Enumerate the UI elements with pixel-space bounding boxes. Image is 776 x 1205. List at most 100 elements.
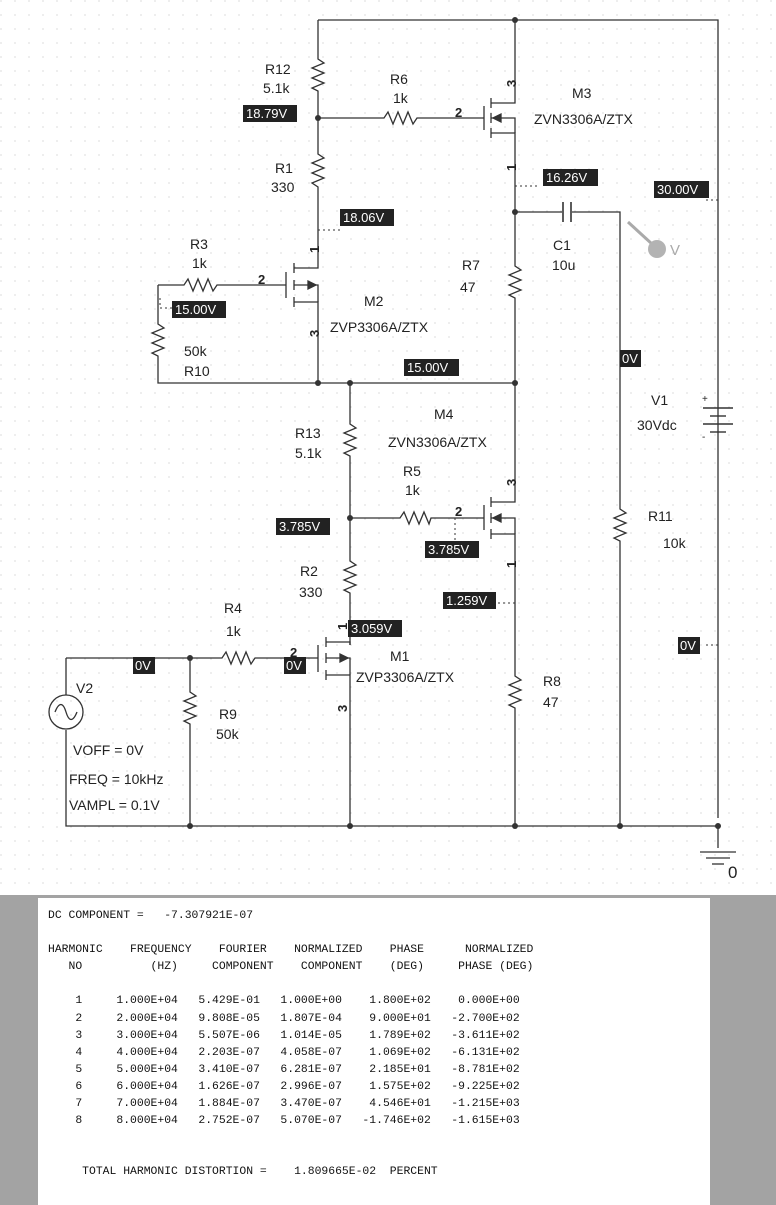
mosfet-m3-symbol bbox=[483, 90, 516, 145]
probe-label: V bbox=[670, 242, 680, 259]
ground-label: 0 bbox=[728, 863, 737, 882]
m2-pin-3: 3 bbox=[307, 330, 322, 337]
battery-v1-symbol bbox=[703, 407, 733, 433]
resistor-r12-symbol bbox=[310, 55, 326, 95]
resistor-r2-symbol bbox=[342, 557, 358, 597]
fourier-analysis-report: DC COMPONENT = -7.307921E-07 HARMONIC FR… bbox=[38, 898, 710, 1205]
m3-pin-3: 3 bbox=[504, 80, 519, 87]
m2-model: ZVP3306A/ZTX bbox=[330, 319, 429, 335]
voltage-marker-0v-output: 0V bbox=[680, 638, 696, 653]
m3-ref: M3 bbox=[572, 85, 592, 101]
v2-freq: FREQ = 10kHz bbox=[69, 771, 164, 787]
grid-background bbox=[0, 0, 776, 895]
resistor-r4-symbol bbox=[218, 650, 258, 666]
voltage-marker-18-06: 18.06V bbox=[343, 210, 385, 225]
table-header-line-1: HARMONIC FREQUENCY FOURIER NORMALIZED PH… bbox=[48, 944, 534, 957]
m2-pin-2: 2 bbox=[258, 272, 265, 287]
m4-pin-3: 3 bbox=[504, 479, 519, 486]
r12-ref: R12 bbox=[265, 61, 291, 77]
voltage-marker-0v-gate: 0V bbox=[286, 658, 302, 673]
c1-ref: C1 bbox=[553, 237, 571, 253]
r5-ref: R5 bbox=[403, 463, 421, 479]
m1-model: ZVP3306A/ZTX bbox=[356, 669, 455, 685]
r12-value: 5.1k bbox=[263, 80, 290, 96]
harmonic-row: 6 6.000E+04 1.626E-07 2.996E-07 1.575E+0… bbox=[48, 1080, 520, 1093]
voltage-marker-0v-c1: 0V bbox=[622, 351, 638, 366]
resistor-r5-symbol bbox=[396, 510, 434, 526]
r6-ref: R6 bbox=[390, 71, 408, 87]
m2-pin-1: 1 bbox=[307, 246, 322, 253]
mosfet-m2-symbol bbox=[285, 245, 319, 307]
harmonic-row: 7 7.000E+04 1.884E-07 3.470E-07 4.546E+0… bbox=[48, 1098, 520, 1111]
r1-ref: R1 bbox=[275, 160, 293, 176]
r1-value: 330 bbox=[271, 179, 295, 195]
resistor-r3-symbol bbox=[180, 277, 222, 293]
m4-pin-2: 2 bbox=[455, 504, 462, 519]
voltage-marker-15-00-mid: 15.00V bbox=[407, 360, 449, 375]
r2-value: 330 bbox=[299, 584, 323, 600]
m1-pin-2: 2 bbox=[290, 645, 297, 660]
resistor-zigzags bbox=[150, 55, 628, 728]
voltage-marker-3-059: 3.059V bbox=[351, 621, 393, 636]
m4-ref: M4 bbox=[434, 406, 454, 422]
m3-pin-1: 1 bbox=[504, 164, 519, 171]
r7-value: 47 bbox=[460, 279, 476, 295]
voltage-marker-16-26: 16.26V bbox=[546, 170, 588, 185]
battery-plus-sign: + bbox=[702, 394, 708, 405]
r6-value: 1k bbox=[393, 90, 409, 106]
m1-pin-1: 1 bbox=[335, 623, 350, 630]
r13-value: 5.1k bbox=[295, 445, 322, 461]
r13-ref: R13 bbox=[295, 425, 321, 441]
circuit-schematic: + - R12 5.1k R6 1k R1 330 R3 1k 50k R10 … bbox=[0, 0, 776, 895]
voltage-probe-icon bbox=[626, 220, 666, 258]
m2-ref: M2 bbox=[364, 293, 384, 309]
r7-ref: R7 bbox=[462, 257, 480, 273]
r9-value: 50k bbox=[216, 726, 240, 742]
voltage-marker-3-785-gate: 3.785V bbox=[428, 542, 470, 557]
r3-ref: R3 bbox=[190, 236, 208, 252]
m3-pin-2: 2 bbox=[455, 105, 462, 120]
resistor-r6-symbol bbox=[380, 110, 422, 126]
sine-source-v2-symbol bbox=[48, 694, 84, 730]
m4-model: ZVN3306A/ZTX bbox=[388, 434, 487, 450]
voltage-marker-30-00: 30.00V bbox=[657, 182, 699, 197]
c1-value: 10u bbox=[552, 257, 575, 273]
r4-ref: R4 bbox=[224, 600, 242, 616]
harmonic-row: 2 2.000E+04 9.808E-05 1.807E-04 9.000E+0… bbox=[48, 1012, 520, 1025]
voltage-marker-3-785-r13: 3.785V bbox=[279, 519, 321, 534]
resistor-r10-symbol bbox=[150, 320, 166, 360]
battery-minus-sign: - bbox=[702, 432, 705, 443]
ground-symbol bbox=[700, 851, 736, 865]
r11-value: 10k bbox=[663, 535, 687, 551]
harmonic-row: 1 1.000E+04 5.429E-01 1.000E+00 1.800E+0… bbox=[48, 995, 520, 1008]
node-voltage-markers: 18.79V 18.06V 15.00V 15.00V 16.26V 30.00… bbox=[133, 105, 709, 674]
v1-ref: V1 bbox=[651, 392, 668, 408]
r11-ref: R11 bbox=[648, 508, 673, 524]
fourier-report-text: DC COMPONENT = -7.307921E-07 HARMONIC FR… bbox=[48, 908, 533, 1182]
r4-value: 1k bbox=[226, 623, 242, 639]
resistor-r13-symbol bbox=[342, 420, 358, 460]
table-header-line-2: NO (HZ) COMPONENT COMPONENT (DEG) PHASE … bbox=[48, 961, 534, 974]
m1-pin-3: 3 bbox=[335, 705, 350, 712]
r10-ref: R10 bbox=[184, 363, 210, 379]
r3-value: 1k bbox=[192, 255, 208, 271]
resistor-r11-symbol bbox=[612, 505, 628, 545]
r9-ref: R9 bbox=[219, 706, 237, 722]
harmonic-row: 4 4.000E+04 2.203E-07 4.058E-07 1.069E+0… bbox=[48, 1046, 520, 1059]
resistor-r8-symbol bbox=[507, 672, 523, 712]
mosfet-m4-symbol bbox=[483, 490, 516, 545]
v2-vampl: VAMPL = 0.1V bbox=[69, 797, 160, 813]
r8-value: 47 bbox=[543, 694, 559, 710]
m1-ref: M1 bbox=[390, 648, 410, 664]
harmonic-row: 3 3.000E+04 5.507E-06 1.014E-05 1.789E+0… bbox=[48, 1029, 520, 1042]
total-harmonic-distortion-line: TOTAL HARMONIC DISTORTION = 1.809665E-02… bbox=[48, 1166, 438, 1179]
harmonic-row: 8 8.000E+04 2.752E-07 5.070E-07 -1.746E+… bbox=[48, 1115, 520, 1128]
harmonic-row: 5 5.000E+04 3.410E-07 6.281E-07 2.185E+0… bbox=[48, 1063, 520, 1076]
r2-ref: R2 bbox=[300, 563, 318, 579]
resistor-r9-symbol bbox=[182, 688, 198, 728]
v2-ref: V2 bbox=[76, 680, 93, 696]
voltage-marker-0v-input: 0V bbox=[135, 658, 151, 673]
voltage-marker-15-00-gate: 15.00V bbox=[175, 302, 217, 317]
mosfet-m1-symbol bbox=[317, 637, 351, 690]
junction-dots bbox=[187, 17, 721, 829]
